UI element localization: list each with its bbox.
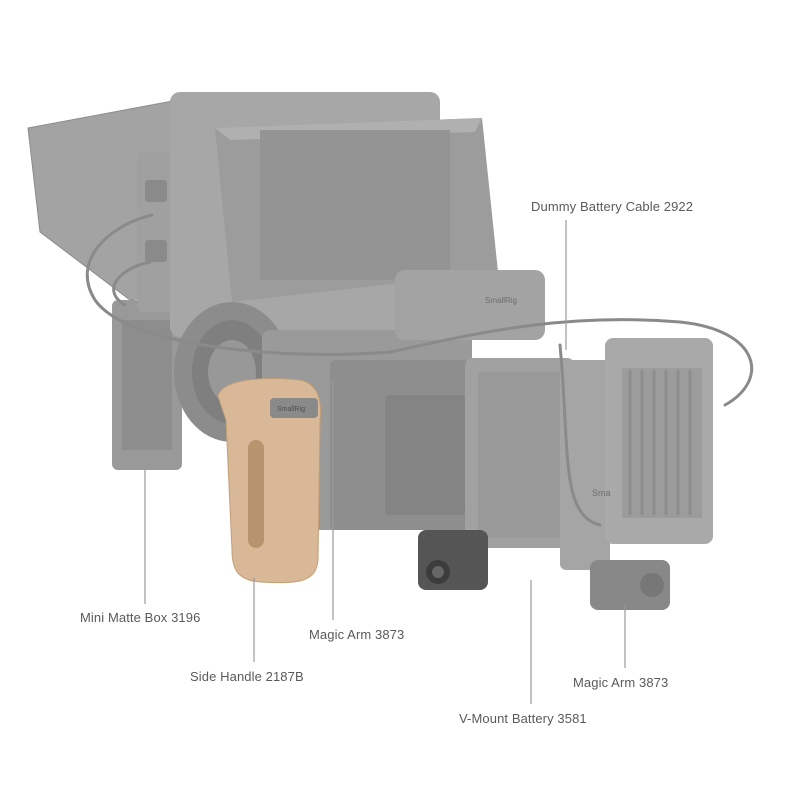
camera-cage <box>262 270 545 530</box>
leader-lines <box>144 220 626 704</box>
callout-side-handle: Side Handle 2187B <box>190 669 304 684</box>
magic-arm-center <box>418 530 488 590</box>
callout-v-mount-battery: V-Mount Battery 3581 <box>459 711 587 726</box>
callout-dummy-battery-cable: Dummy Battery Cable 2922 <box>531 199 694 214</box>
cables <box>85 213 753 527</box>
callout-magic-arm-right: Magic Arm 3873 <box>573 675 669 690</box>
side-handle-wood <box>217 378 321 584</box>
side-handle-brand: SmallRig <box>277 406 305 413</box>
battery-plate-brand: Sma <box>592 488 611 498</box>
callout-magic-arm-left: Magic Arm 3873 <box>309 627 405 642</box>
callout-mini-matte-box: Mini Matte Box 3196 <box>80 610 201 625</box>
v-mount-battery <box>465 338 713 570</box>
battery-fins <box>628 370 692 515</box>
top-handle-brand: SmallRig <box>485 296 517 305</box>
monitor-with-sunhood <box>170 92 498 337</box>
magic-arm-right <box>590 560 670 610</box>
